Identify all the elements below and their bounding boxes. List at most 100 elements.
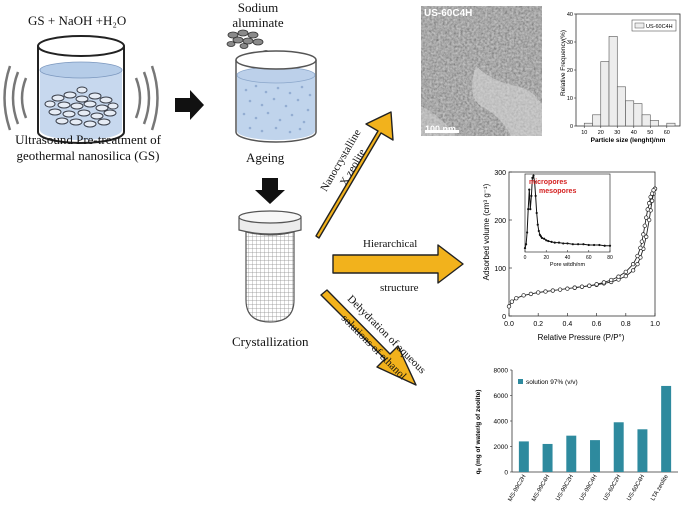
bar-rect — [613, 422, 624, 472]
arrow-dehydration — [320, 289, 417, 386]
iso-xtick-label: 0.4 — [563, 321, 573, 328]
iso-xtick-label: 0.2 — [533, 321, 543, 328]
bar-rect — [566, 435, 577, 472]
hist-legend-label: US-60C4H — [646, 24, 673, 30]
hist-ylabel: Relative Frequency(%) — [560, 30, 567, 96]
iso-point — [550, 288, 555, 293]
inset-xtick-label: 0 — [524, 255, 527, 261]
iso-ylabel: Adsorbed volume (cm³ g⁻¹) — [482, 183, 491, 280]
iso-point — [536, 290, 541, 295]
arrow-down-icon — [255, 178, 285, 204]
iso-point — [638, 245, 643, 250]
inset-point — [582, 243, 585, 246]
iso-point — [648, 194, 653, 200]
bar-category-label: US-60C4H — [626, 474, 646, 502]
iso-point — [623, 269, 628, 274]
iso-point — [557, 287, 563, 292]
bar-category-label: MS-99C2H — [508, 474, 528, 503]
iso-xtick-label: 0.6 — [592, 321, 602, 328]
hist-ytick-label: 30 — [567, 40, 573, 46]
iso-point — [630, 268, 636, 273]
inset-point — [540, 236, 544, 240]
ultrasound-line1: Ultrasound Pre-treatment of — [15, 132, 161, 147]
inset-xtick-label: 80 — [607, 255, 613, 261]
hist-ytick-label: 10 — [567, 96, 573, 102]
hist-bar — [625, 100, 635, 127]
inset-point — [532, 174, 535, 177]
hist-bar — [649, 120, 659, 127]
inset-mesopores-label: mesopores — [539, 188, 576, 195]
hist-xtick-label: 50 — [647, 130, 653, 136]
inset-point — [550, 240, 553, 243]
hist-xtick-label: 20 — [598, 130, 604, 136]
inset-point — [539, 235, 543, 238]
reagents-label: GS + NaOH +H₂O — [28, 13, 127, 28]
iso-point — [623, 274, 628, 279]
iso-point — [641, 232, 646, 237]
inset-point — [536, 223, 539, 226]
hist-bar — [641, 114, 651, 127]
inset-point — [571, 243, 574, 246]
iso-ytick-label: 100 — [494, 266, 506, 273]
inset-point — [533, 180, 536, 183]
iso-point — [521, 293, 526, 298]
iso-frame — [508, 171, 656, 317]
hist-ytick-label: 0 — [570, 124, 573, 130]
iso-point — [649, 198, 655, 203]
inset-xtick-label: 60 — [586, 255, 592, 261]
bar-rect — [661, 385, 672, 472]
bar-legend-swatch — [518, 379, 523, 384]
hist-bar — [583, 122, 593, 127]
iso-point — [594, 282, 599, 287]
iso-ytick-label: 200 — [494, 218, 506, 225]
iso-point — [642, 223, 647, 228]
iso-point — [609, 277, 614, 283]
inset-point — [526, 231, 529, 234]
iso-point — [616, 274, 621, 279]
hist-bar — [608, 36, 618, 127]
iso-point — [645, 207, 650, 212]
iso-point — [601, 280, 607, 285]
iso-adsorption-line — [508, 188, 656, 307]
iso-point — [572, 285, 577, 290]
hist-ytick-label: 20 — [567, 68, 573, 74]
inset-point — [562, 242, 565, 245]
inset-point — [527, 208, 530, 211]
bar-rect — [542, 443, 553, 472]
iso-ytick-label: 300 — [494, 170, 506, 177]
hist-xtick-label: 40 — [631, 130, 637, 136]
iso-xlabel: Relative Pressure (P/P°) — [538, 333, 625, 342]
sound-waves-icon — [3, 65, 159, 131]
iso-point — [639, 239, 645, 244]
hist-xtick-label: 10 — [581, 130, 587, 136]
inset-point — [528, 188, 531, 191]
crystallization-autoclave — [238, 210, 302, 323]
ultrasound-label: Ultrasound Pre-treatment of geothermal n… — [3, 132, 173, 164]
bar-ytick-label: 0 — [504, 470, 508, 477]
hist-xtick-label: 30 — [614, 130, 620, 136]
arrow-hier-line2: structure — [380, 282, 419, 294]
inset-point — [538, 233, 541, 236]
inset-point — [531, 176, 534, 179]
inset-point — [587, 243, 590, 247]
ageing-label: Ageing — [246, 150, 285, 165]
iso-point — [543, 289, 548, 294]
inset-point — [523, 247, 527, 250]
arrow-hier-line1: Hierarchical — [363, 238, 418, 250]
iso-point — [647, 217, 652, 223]
arrow-nanocrystalline — [315, 111, 394, 239]
nanosilica-particles — [44, 86, 119, 128]
iso-point — [509, 299, 515, 304]
iso-point — [630, 262, 636, 267]
bar-category-label: MS-99C4H — [531, 474, 551, 503]
inset-point — [577, 243, 580, 246]
bar-ylabel: qₑ (mg of water/g of zeolite) — [475, 390, 482, 475]
hist-ytick-label: 40 — [567, 12, 573, 18]
inset-point — [535, 211, 538, 215]
bar-category-label: US-60C2H — [603, 474, 623, 502]
arrow-hierarchical — [332, 244, 464, 284]
hist-bar — [633, 103, 643, 127]
bar-rect — [637, 429, 648, 472]
iso-point — [528, 291, 534, 297]
